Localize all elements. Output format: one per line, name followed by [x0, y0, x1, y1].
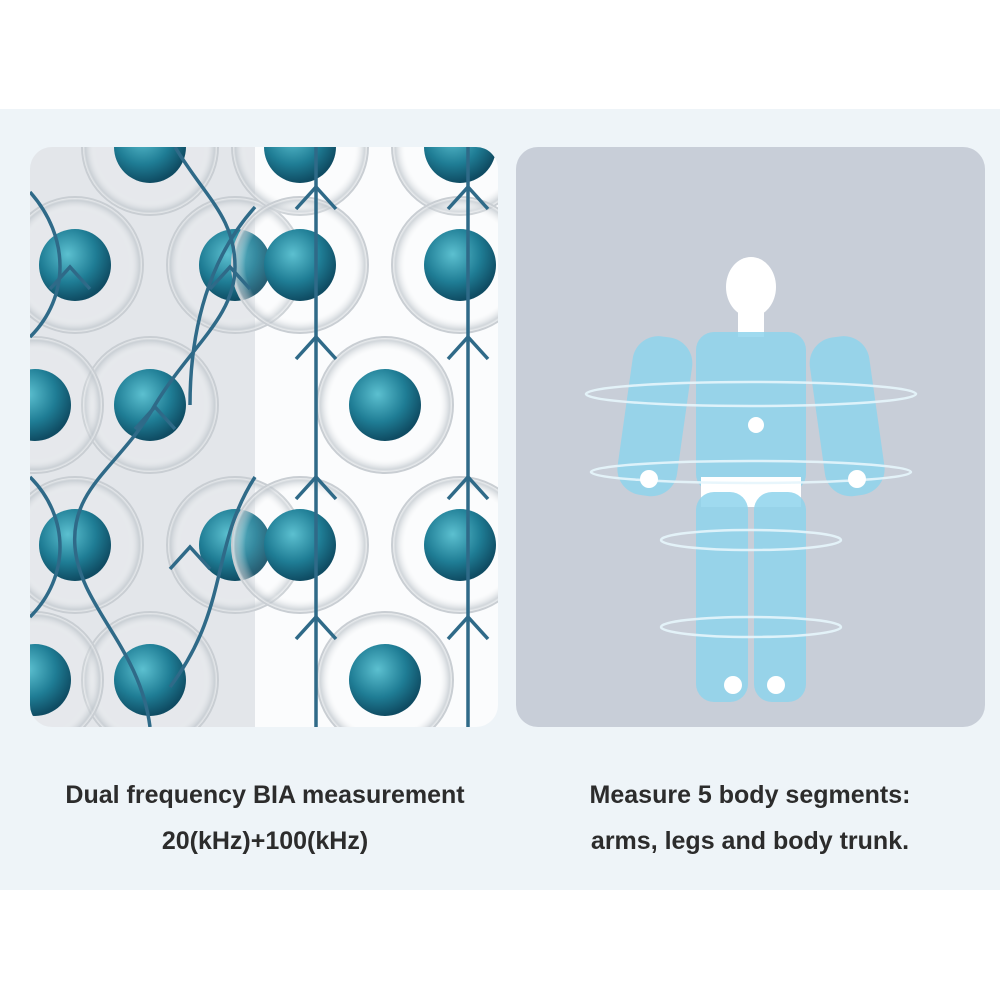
cell-nucleus	[30, 369, 71, 441]
arrow-chevron-icon	[294, 334, 338, 361]
arrow-chevron-icon	[446, 474, 490, 501]
left-caption-line1: Dual frequency BIA measurement	[65, 781, 465, 809]
arrow-chevron-icon	[294, 184, 338, 211]
body-figure-svg	[584, 257, 918, 702]
left-caption: Dual frequency BIA measurement 20(kHz)+1…	[25, 772, 505, 864]
body-figure	[617, 257, 885, 702]
cell-nucleus	[114, 147, 186, 183]
left-caption-line2: 20(kHz)+100(kHz)	[161, 827, 369, 855]
cell-nucleus	[264, 229, 336, 301]
arrow-chevron-icon	[48, 264, 92, 291]
current-path-line	[168, 205, 257, 689]
arrow-chevron-icon	[446, 614, 490, 641]
arrow-chevron-icon	[133, 404, 177, 431]
current-path-line	[30, 190, 62, 619]
cell-nucleus	[424, 509, 496, 581]
cell-nucleus	[349, 644, 421, 716]
cell-nucleus	[114, 369, 186, 441]
arrow-chevron-icon	[208, 264, 252, 291]
right-caption-line1: Measure 5 body segments:	[589, 781, 911, 809]
arrow-chevron-icon	[168, 544, 212, 571]
arrow-chevron-icon	[294, 614, 338, 641]
right-caption-line2: arms, legs and body trunk.	[590, 827, 910, 855]
arrow-chevron-icon	[446, 184, 490, 211]
cell-nucleus	[30, 644, 71, 716]
right-caption: Measure 5 body segments: arms, legs and …	[510, 772, 990, 864]
measurement-rings	[584, 380, 918, 639]
cell-current-illustration	[30, 147, 498, 727]
cell-nucleus	[39, 229, 111, 301]
body-segments-illustration	[516, 147, 985, 727]
cell-nucleus	[264, 509, 336, 581]
cell-nucleus	[424, 229, 496, 301]
cell-nucleus	[264, 147, 336, 183]
cell-nucleus	[114, 644, 186, 716]
cell-nucleus	[424, 147, 496, 183]
cell-nucleus	[349, 369, 421, 441]
electrode-points	[640, 417, 866, 694]
arrow-chevron-icon	[446, 334, 490, 361]
arrow-chevron-icon	[294, 474, 338, 501]
cells-svg	[30, 147, 498, 727]
